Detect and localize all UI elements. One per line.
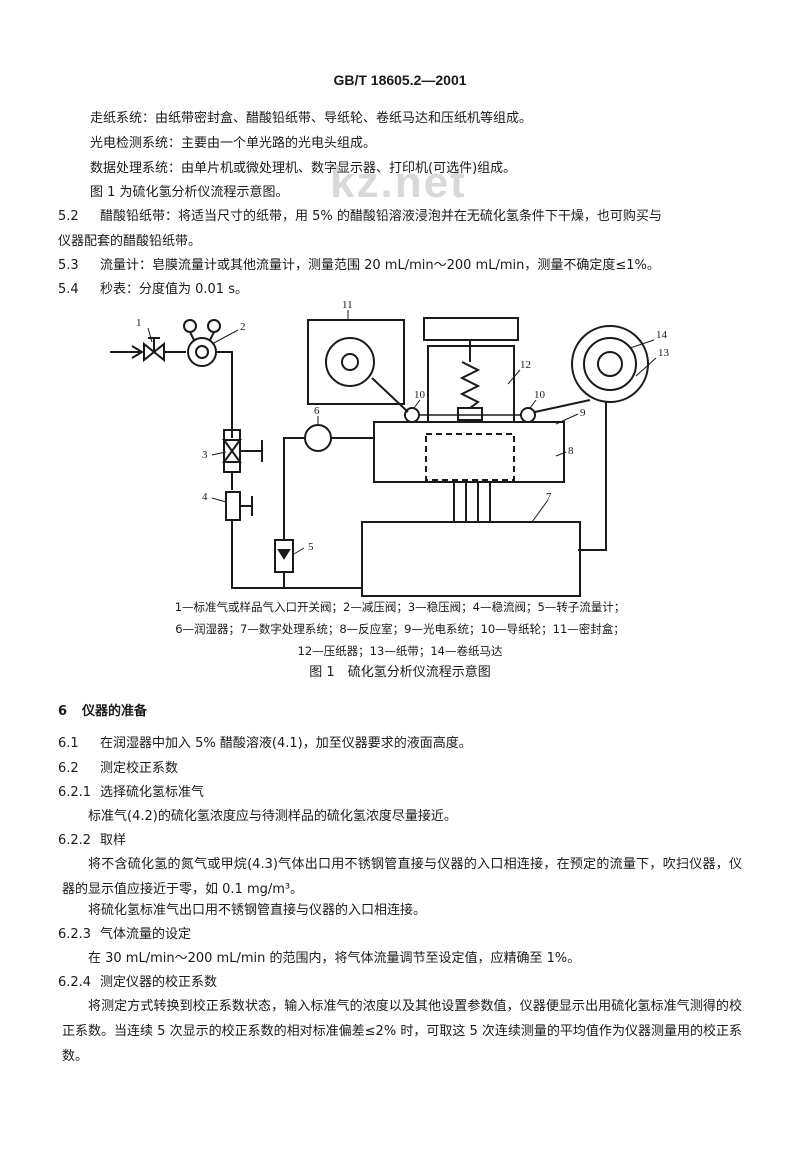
- figure-caption: 图 1 硫化氢分析仪流程示意图: [309, 665, 491, 680]
- section-title: 气体流量的设定: [100, 927, 192, 942]
- section-text: 测定校正系数: [100, 761, 179, 776]
- diagram-label: 14: [656, 329, 668, 341]
- section-number: 6: [58, 704, 68, 719]
- stabilizer-valve: [222, 439, 242, 463]
- section-title: 测定仪器的校正系数: [100, 975, 218, 990]
- diagram-label: 2: [240, 321, 246, 333]
- diagram-label: 10: [534, 389, 546, 401]
- take-up-motor: [571, 325, 649, 403]
- diagram-label: 11: [342, 300, 353, 311]
- section-paragraph: 将测定方式转换到校正系数状态，输入标准气的浓度以及其他设置参数值，仪器便显示出用…: [62, 999, 742, 1064]
- section-number: 6.2.1: [58, 785, 92, 800]
- diagram-label: 9: [580, 407, 586, 419]
- guide-wheel-right: [520, 407, 536, 423]
- section-text: 在润湿器中加入 5% 醋酸溶液(4.1)，加至仪器要求的液面高度。: [100, 736, 472, 751]
- section-title: 选择硫化氢标准气: [100, 785, 205, 800]
- section-text: 将硫化氢标准气出口用不锈钢管直接与仪器的入口相连接。: [88, 903, 427, 918]
- intro-line: 走纸系统：由纸带密封盒、醋酸铅纸带、导纸轮、卷纸马达和压纸机等组成。: [90, 111, 533, 126]
- digital-processing-system: [361, 521, 581, 597]
- section-number: 6.2.4: [58, 975, 92, 990]
- intro-line: 数据处理系统：由单片机或微处理机、数字显示器、打印机(可选件)组成。: [90, 161, 517, 176]
- diagram-label: 13: [658, 347, 670, 359]
- diagram-label: 12: [520, 359, 531, 371]
- section-number: 6.2: [58, 761, 79, 776]
- flow-diagram: 1 2 3 4 5 6 7 8 9 10 10 11 12 13 14: [110, 300, 670, 597]
- diagram-label: 8: [568, 445, 574, 457]
- figure-legend: 6—润湿器；7—数字处理系统；8—反应室；9—光电系统；10—导纸轮；11—密封…: [175, 622, 625, 636]
- section-number: 6.2.3: [58, 927, 92, 942]
- pressure-reducing-valve: [187, 337, 217, 367]
- intro-line: 光电检测系统：主要由一个单光路的光电头组成。: [90, 136, 377, 151]
- diagram-label: 4: [202, 491, 208, 503]
- section-text: 秒表：分度值为 0.01 s。: [100, 282, 248, 297]
- diagram-label: 5: [308, 541, 314, 553]
- analyzer-body: [373, 421, 565, 483]
- optical-system: [425, 433, 515, 481]
- section-paragraph: 将不含硫化氢的氮气或甲烷(4.3)气体出口用不锈钢管直接与仪器的入口相连接，在预…: [62, 857, 742, 897]
- diagram-label: 3: [202, 449, 208, 461]
- valve-1: [143, 341, 165, 363]
- watermark: kz.net: [330, 158, 467, 207]
- diagram-label: 6: [314, 405, 320, 417]
- section-number: 6.1: [58, 736, 79, 751]
- intro-line: 图 1 为硫化氢分析仪流程示意图。: [90, 185, 289, 200]
- flow-stabilizer-valve: [225, 491, 241, 521]
- humidifier: [304, 424, 332, 452]
- section-title: 仪器的准备: [82, 704, 148, 719]
- section-text: 流量计：皂膜流量计或其他流量计，测量范围 20 mL/min～200 mL/mi…: [100, 258, 660, 273]
- diagram-label: 10: [414, 389, 426, 401]
- section-text: 在 30 mL/min～200 mL/min 的范围内，将气体流量调节至设定值，…: [88, 951, 581, 966]
- section-number: 5.3: [58, 258, 79, 273]
- section-number: 6.2.2: [58, 833, 92, 848]
- figure-legend: 1—标准气或样品气入口开关阀；2—减压阀；3—稳压阀；4—稳流阀；5—转子流量计…: [174, 600, 626, 614]
- sealed-box: [307, 319, 405, 405]
- guide-wheel-left: [404, 407, 420, 423]
- section-number: 5.2: [58, 209, 79, 224]
- diagram-label: 1: [136, 317, 142, 329]
- section-number: 5.4: [58, 282, 79, 297]
- section-text: 醋酸铅纸带：将适当尺寸的纸带，用 5% 的醋酸铅溶液浸泡并在无硫化氢条件下干燥，…: [100, 209, 662, 224]
- diagram-label: 7: [546, 491, 552, 503]
- figure-legend: 12—压纸器；13—纸带；14—卷纸马达: [297, 644, 503, 658]
- section-text: 仪器配套的醋酸铅纸带。: [58, 234, 202, 249]
- section-title: 取样: [100, 833, 127, 848]
- page-header: GB/T 18605.2—2001: [333, 72, 467, 88]
- inlet-arrow-head: [131, 345, 144, 359]
- section-text: 标准气(4.2)的硫化氢浓度应与待测样品的硫化氢浓度尽量接近。: [88, 809, 457, 824]
